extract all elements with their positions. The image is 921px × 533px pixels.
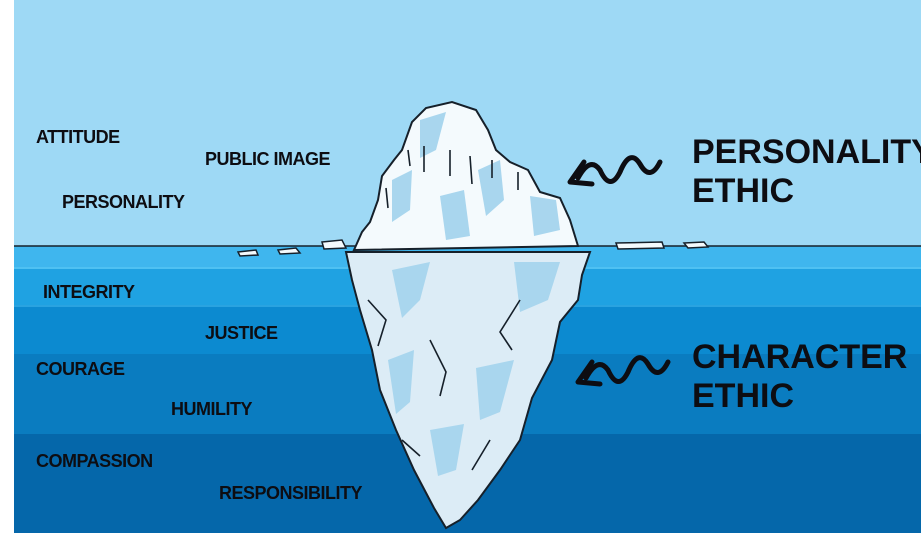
iceberg-base xyxy=(344,251,592,530)
ice-shadow xyxy=(530,196,560,236)
ice-drips xyxy=(385,146,519,209)
iceberg-tip xyxy=(352,100,580,252)
ice-shadow xyxy=(392,262,430,318)
character-ethic-heading-line1: CHARACTER xyxy=(692,338,908,376)
squiggle-arrow-line xyxy=(583,355,671,384)
trait-public-image: PUBLIC IMAGE xyxy=(205,149,331,169)
squiggle-arrow-icon xyxy=(575,355,671,387)
ice-chunk xyxy=(276,247,302,255)
trait-responsibility: RESPONSIBILITY xyxy=(219,483,363,503)
trait-justice: JUSTICE xyxy=(205,323,278,343)
personality-ethic-heading-line2: ETHIC xyxy=(692,172,794,210)
ice-shadow xyxy=(478,160,504,216)
trait-integrity: INTEGRITY xyxy=(43,282,135,302)
ice-shadow xyxy=(430,424,464,476)
ice-shadow xyxy=(514,262,560,312)
trait-attitude: ATTITUDE xyxy=(36,127,120,147)
ice-chunk xyxy=(321,239,348,250)
squiggle-arrow-head xyxy=(575,359,603,387)
squiggle-arrow-head xyxy=(567,159,595,187)
squiggle-arrow-icon xyxy=(567,155,663,187)
ice-chunk xyxy=(682,241,710,249)
ice-shadow xyxy=(388,350,414,414)
ice-shadow xyxy=(440,190,470,240)
squiggle-arrow-line xyxy=(575,155,663,184)
ice-shadow xyxy=(392,170,412,222)
character-ethic-heading-line2: ETHIC xyxy=(692,377,794,415)
ice-chunk xyxy=(614,241,666,250)
personality-ethic-heading-line1: PERSONALITY xyxy=(692,133,921,171)
trait-compassion: COMPASSION xyxy=(36,451,153,471)
ice-chunk xyxy=(236,249,260,257)
trait-personality: PERSONALITY xyxy=(62,192,185,212)
trait-courage: COURAGE xyxy=(36,359,125,379)
ice-crack xyxy=(367,299,521,471)
trait-humility: HUMILITY xyxy=(171,399,253,419)
ice-shadow xyxy=(420,112,446,158)
ice-shadow xyxy=(476,360,514,420)
